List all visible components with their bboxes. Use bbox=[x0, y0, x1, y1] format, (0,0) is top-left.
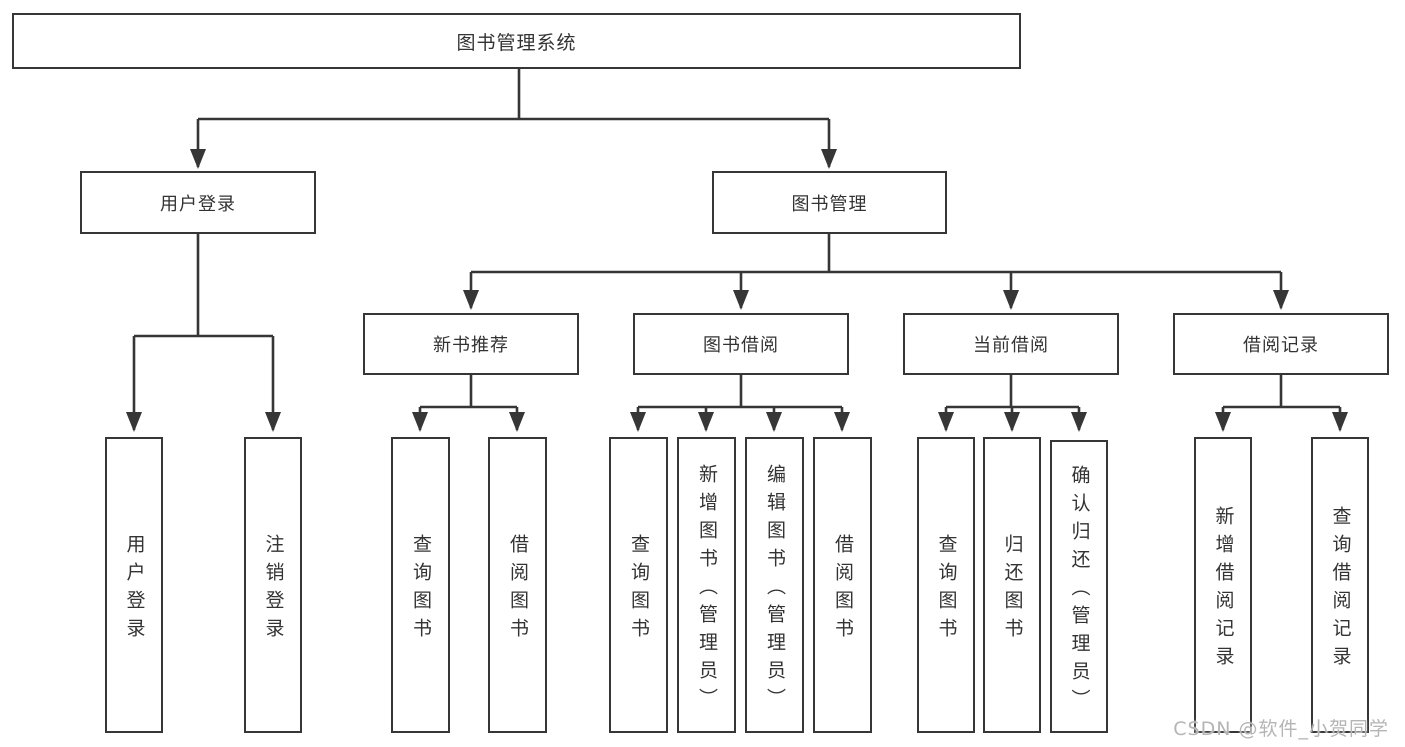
leaf-label: 查询借阅记录 bbox=[1329, 505, 1352, 674]
leaf-label: 查询图书 bbox=[628, 533, 650, 646]
leaf-label: 查询图书 bbox=[410, 533, 432, 646]
leaf-add-borrow-record: 新增借阅记录 bbox=[1194, 437, 1252, 733]
leaf-label: 归还图书 bbox=[1001, 533, 1024, 646]
node-new-book-recommend: 新书推荐 bbox=[363, 313, 579, 375]
leaf-query-book: 查询图书 bbox=[391, 437, 450, 733]
node-book-management: 图书管理 bbox=[712, 171, 947, 234]
connector-records-trunk bbox=[1223, 375, 1340, 409]
leaf-label: 确认归还（管理员） bbox=[1068, 465, 1091, 717]
leaf-label: 新增借阅记录 bbox=[1212, 505, 1235, 674]
connector-bookmgmt-trunk bbox=[471, 234, 1281, 274]
leaf-label: 新增图书（管理员） bbox=[696, 463, 718, 716]
leaf-return-book: 归还图书 bbox=[983, 437, 1041, 733]
leaf-label: 注销登录 bbox=[262, 533, 285, 646]
leaf-borrow-book: 借阅图书 bbox=[488, 437, 547, 733]
node-borrow-records: 借阅记录 bbox=[1173, 313, 1389, 375]
leaf-label: 用户登录 bbox=[123, 533, 146, 646]
connector-current-trunk bbox=[946, 375, 1079, 409]
leaf-label: 查询图书 bbox=[935, 533, 958, 646]
leaf-add-book-admin: 新增图书（管理员） bbox=[677, 437, 736, 733]
connector-userlogin-trunk bbox=[134, 234, 273, 338]
leaf-confirm-return-admin: 确认归还（管理员） bbox=[1050, 440, 1108, 733]
leaf-edit-book-admin: 编辑图书（管理员） bbox=[745, 437, 804, 733]
leaf-query-book: 查询图书 bbox=[609, 437, 668, 733]
node-library-management-system: 图书管理系统 bbox=[12, 13, 1021, 69]
leaf-user-login: 用户登录 bbox=[105, 437, 163, 733]
node-user-login: 用户登录 bbox=[80, 171, 316, 234]
leaf-query-book: 查询图书 bbox=[917, 437, 975, 733]
connector-borrow-trunk bbox=[638, 375, 842, 409]
connector-recommend-trunk bbox=[420, 375, 517, 409]
connector-root-trunk bbox=[198, 69, 829, 121]
leaf-label: 借阅图书 bbox=[832, 533, 854, 646]
leaf-label: 编辑图书（管理员） bbox=[764, 463, 786, 716]
leaf-label: 借阅图书 bbox=[507, 533, 529, 646]
node-book-borrow: 图书借阅 bbox=[633, 313, 849, 375]
leaf-query-borrow-record: 查询借阅记录 bbox=[1311, 437, 1369, 733]
csdn-watermark: CSDN @软件_小贺同学 bbox=[1173, 718, 1389, 740]
leaf-logout: 注销登录 bbox=[244, 437, 302, 733]
node-current-borrow: 当前借阅 bbox=[903, 313, 1119, 375]
leaf-borrow-book: 借阅图书 bbox=[813, 437, 872, 733]
